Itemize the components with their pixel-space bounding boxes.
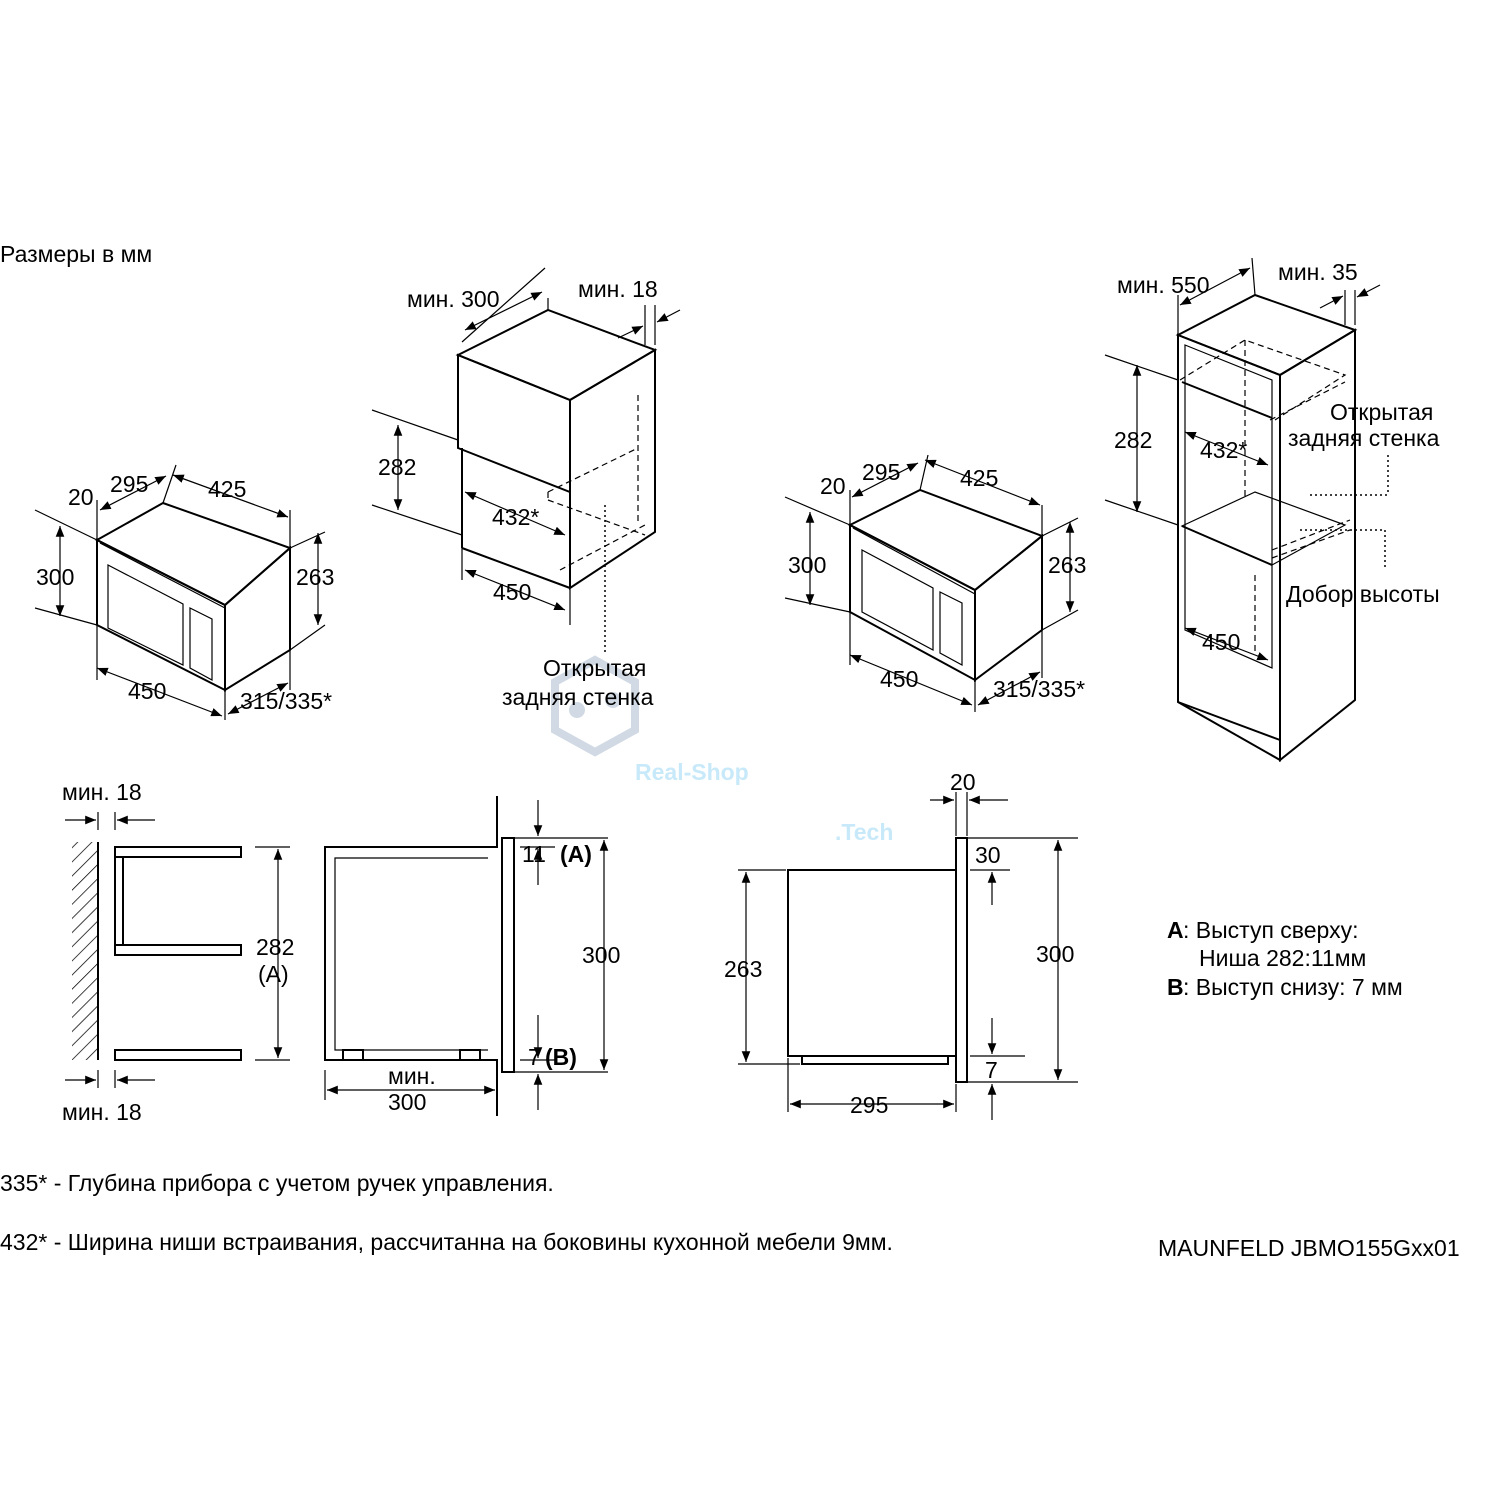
page-title: Размеры в мм <box>0 241 152 267</box>
dim-282-tall: 282 <box>1114 427 1152 453</box>
dim-min18-top-section: мин. 18 <box>62 779 142 805</box>
dim-263-side: 263 <box>724 956 762 982</box>
dim-300-section: 300 <box>582 942 620 968</box>
open-rear-tall-2: задняя стенка <box>1288 425 1440 451</box>
watermark-logo-icon <box>551 655 639 757</box>
side-view: 20 30 263 300 7 295 <box>724 769 1078 1120</box>
open-rear-label-1: Открытая <box>543 655 646 681</box>
niche-cabinet-top: мин. 300 мин. 18 282 432* 450 Открытая з… <box>371 267 681 710</box>
microwave-front-right: 295 425 20 300 263 450 315/335* <box>784 454 1086 712</box>
dim-450-right: 450 <box>880 666 918 692</box>
dim-295-side: 295 <box>850 1092 888 1118</box>
side-section: мин. 18 мин. 18 282 (A) 11 (A) 7 (B) 300… <box>62 779 620 1125</box>
dim-300-side: 300 <box>1036 941 1074 967</box>
microwave-front-left: 295 425 20 300 263 450 315/335* <box>34 464 334 720</box>
dim-295-left: 295 <box>110 471 148 497</box>
open-rear-tall-1: Открытая <box>1330 399 1433 425</box>
legend-a-text: : Выступ сверху: <box>1183 917 1358 943</box>
legend-b-key: B <box>1167 974 1184 1000</box>
dim-432-tall: 432* <box>1200 437 1247 463</box>
dim-depth-right: 315/335* <box>993 676 1085 702</box>
tall-cabinet: мин. 550 мин. 35 282 432* 450 Открытая з… <box>1104 257 1440 763</box>
dim-7-section: 7 <box>528 1044 541 1070</box>
dim-425-left: 425 <box>208 476 246 502</box>
dim-450-tall: 450 <box>1202 629 1240 655</box>
dim-300-left: 300 <box>36 564 74 590</box>
dim-11: 11 <box>522 841 546 867</box>
model-name: MAUNFELD JBMO155Gxx01 <box>1158 1235 1460 1261</box>
dim-min300-section: 300 <box>388 1089 426 1115</box>
dim-b-marker: (B) <box>545 1044 577 1070</box>
dim-30-side: 30 <box>975 842 1001 868</box>
dim-20-side: 20 <box>950 769 976 795</box>
dim-20-right: 20 <box>820 473 846 499</box>
dim-min-label: мин. <box>388 1063 436 1089</box>
dim-min300-top: мин. 300 <box>407 286 500 312</box>
dim-min550: мин. 550 <box>1117 272 1210 298</box>
dim-432-top: 432* <box>492 504 539 530</box>
dim-min18-bottom-section: мин. 18 <box>62 1099 142 1125</box>
dim-300-right: 300 <box>788 552 826 578</box>
dim-263-right: 263 <box>1048 552 1086 578</box>
footnote-432: 432* - Ширина ниши встраивания, рассчита… <box>0 1229 893 1255</box>
watermark-line2: .Tech <box>835 819 893 845</box>
dim-7-side: 7 <box>985 1057 998 1083</box>
open-rear-label-2: задняя стенка <box>502 684 654 710</box>
legend-b-text: : Выступ снизу: 7 мм <box>1183 974 1403 1000</box>
dim-450-left: 450 <box>128 678 166 704</box>
dim-a-marker: (A) <box>560 841 592 867</box>
legend-a-sub: Ниша 282:11мм <box>1199 945 1366 971</box>
dim-450-top: 450 <box>493 579 531 605</box>
watermark-line1: Real-Shop <box>635 759 749 785</box>
dim-min35: мин. 35 <box>1278 259 1358 285</box>
dim-depth-left: 315/335* <box>240 688 332 714</box>
dim-263-left: 263 <box>296 564 334 590</box>
dim-282-section: 282 <box>256 934 294 960</box>
dim-20-left: 20 <box>68 484 94 510</box>
footnote-335: 335* - Глубина прибора с учетом ручек уп… <box>0 1170 554 1196</box>
height-add-label: Добор высоты <box>1286 581 1440 607</box>
dim-295-right: 295 <box>862 459 900 485</box>
legend-a-key: A <box>1167 917 1184 943</box>
dim-a-paren: (A) <box>258 961 289 987</box>
dim-425-right: 425 <box>960 465 998 491</box>
dim-min18-top: мин. 18 <box>578 276 658 302</box>
dim-282-top: 282 <box>378 454 416 480</box>
watermark: Real-Shop .Tech <box>551 655 893 845</box>
legend: A : Выступ сверху: Ниша 282:11мм B : Выс… <box>1167 917 1403 1000</box>
